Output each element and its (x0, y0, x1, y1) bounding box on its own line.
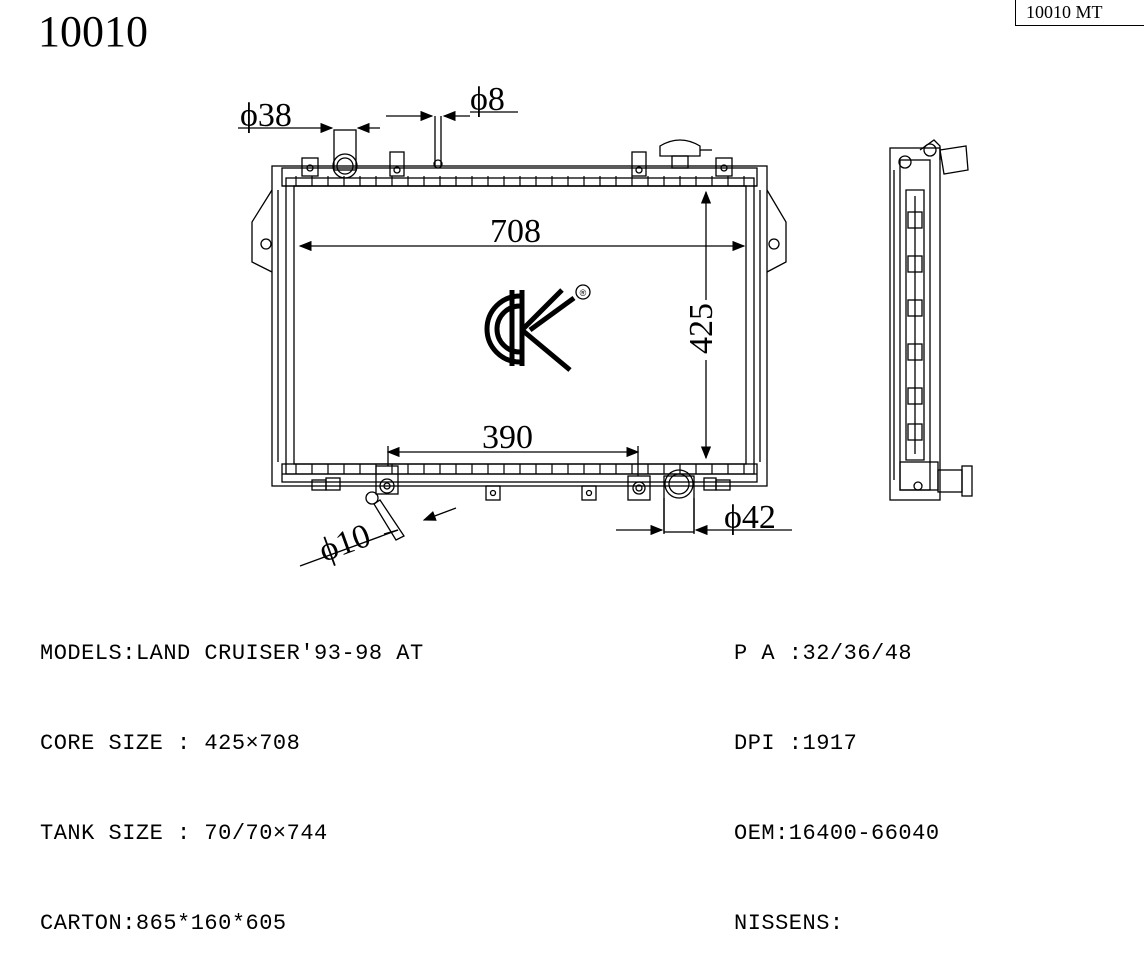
drain-valve (375, 465, 399, 495)
right-mount-ear (766, 189, 787, 273)
radiator-frame (271, 165, 768, 487)
spec-dpi: DPI :1917 (734, 731, 858, 756)
ck-logo (484, 284, 591, 372)
page-title: 10010 (38, 7, 148, 56)
radiator-drawing: ® ϕ38 ϕ8 708 425 390 (238, 81, 973, 570)
dimension-lines (238, 110, 792, 567)
dim-outlet-spacing: 390 (482, 419, 533, 456)
side-filler-neck (919, 139, 941, 160)
radiator-front-view (251, 116, 787, 541)
spec-carton: CARTON:865*160*605 (40, 911, 287, 936)
drain-tube (373, 499, 405, 541)
spec-nissens: NISSENS: (734, 911, 844, 936)
model-code-badge: 10010 MT (1015, 0, 1144, 26)
dim-core-width: 708 (490, 213, 541, 250)
radiator-core (293, 185, 747, 465)
side-inlet-hose (939, 145, 969, 175)
dim-inlet-diameter: ϕ38 (240, 97, 292, 134)
dim-pin-diameter: ϕ8 (470, 81, 505, 118)
spec-pa: P A :32/36/48 (734, 641, 913, 666)
specs-right: P A :32/36/48 DPI :1917 OEM:16400-66040 … (734, 584, 940, 972)
spec-models: MODELS:LAND CRUISER'93-98 AT (40, 641, 424, 666)
side-outlet (937, 469, 963, 493)
temp-sensor (627, 475, 651, 501)
spec-tank-size: TANK SIZE : 70/70×744 (40, 821, 328, 846)
side-frame (889, 147, 941, 501)
logo-c (484, 293, 521, 365)
dim-core-height: 425 (683, 303, 720, 354)
inlet-pipe (333, 129, 357, 171)
radiator-side-view (889, 139, 973, 501)
filler-cap (659, 139, 701, 157)
specs-left: MODELS:LAND CRUISER'93-98 AT CORE SIZE :… (40, 584, 424, 972)
dim-drain-diameter: ϕ10 (314, 517, 375, 570)
registered-mark: ® (580, 288, 587, 298)
spec-oem: OEM:16400-66040 (734, 821, 940, 846)
left-mount-ear (251, 189, 273, 273)
dim-outlet-diameter: ϕ42 (724, 499, 776, 536)
spec-core-size: CORE SIZE : 425×708 (40, 731, 301, 756)
